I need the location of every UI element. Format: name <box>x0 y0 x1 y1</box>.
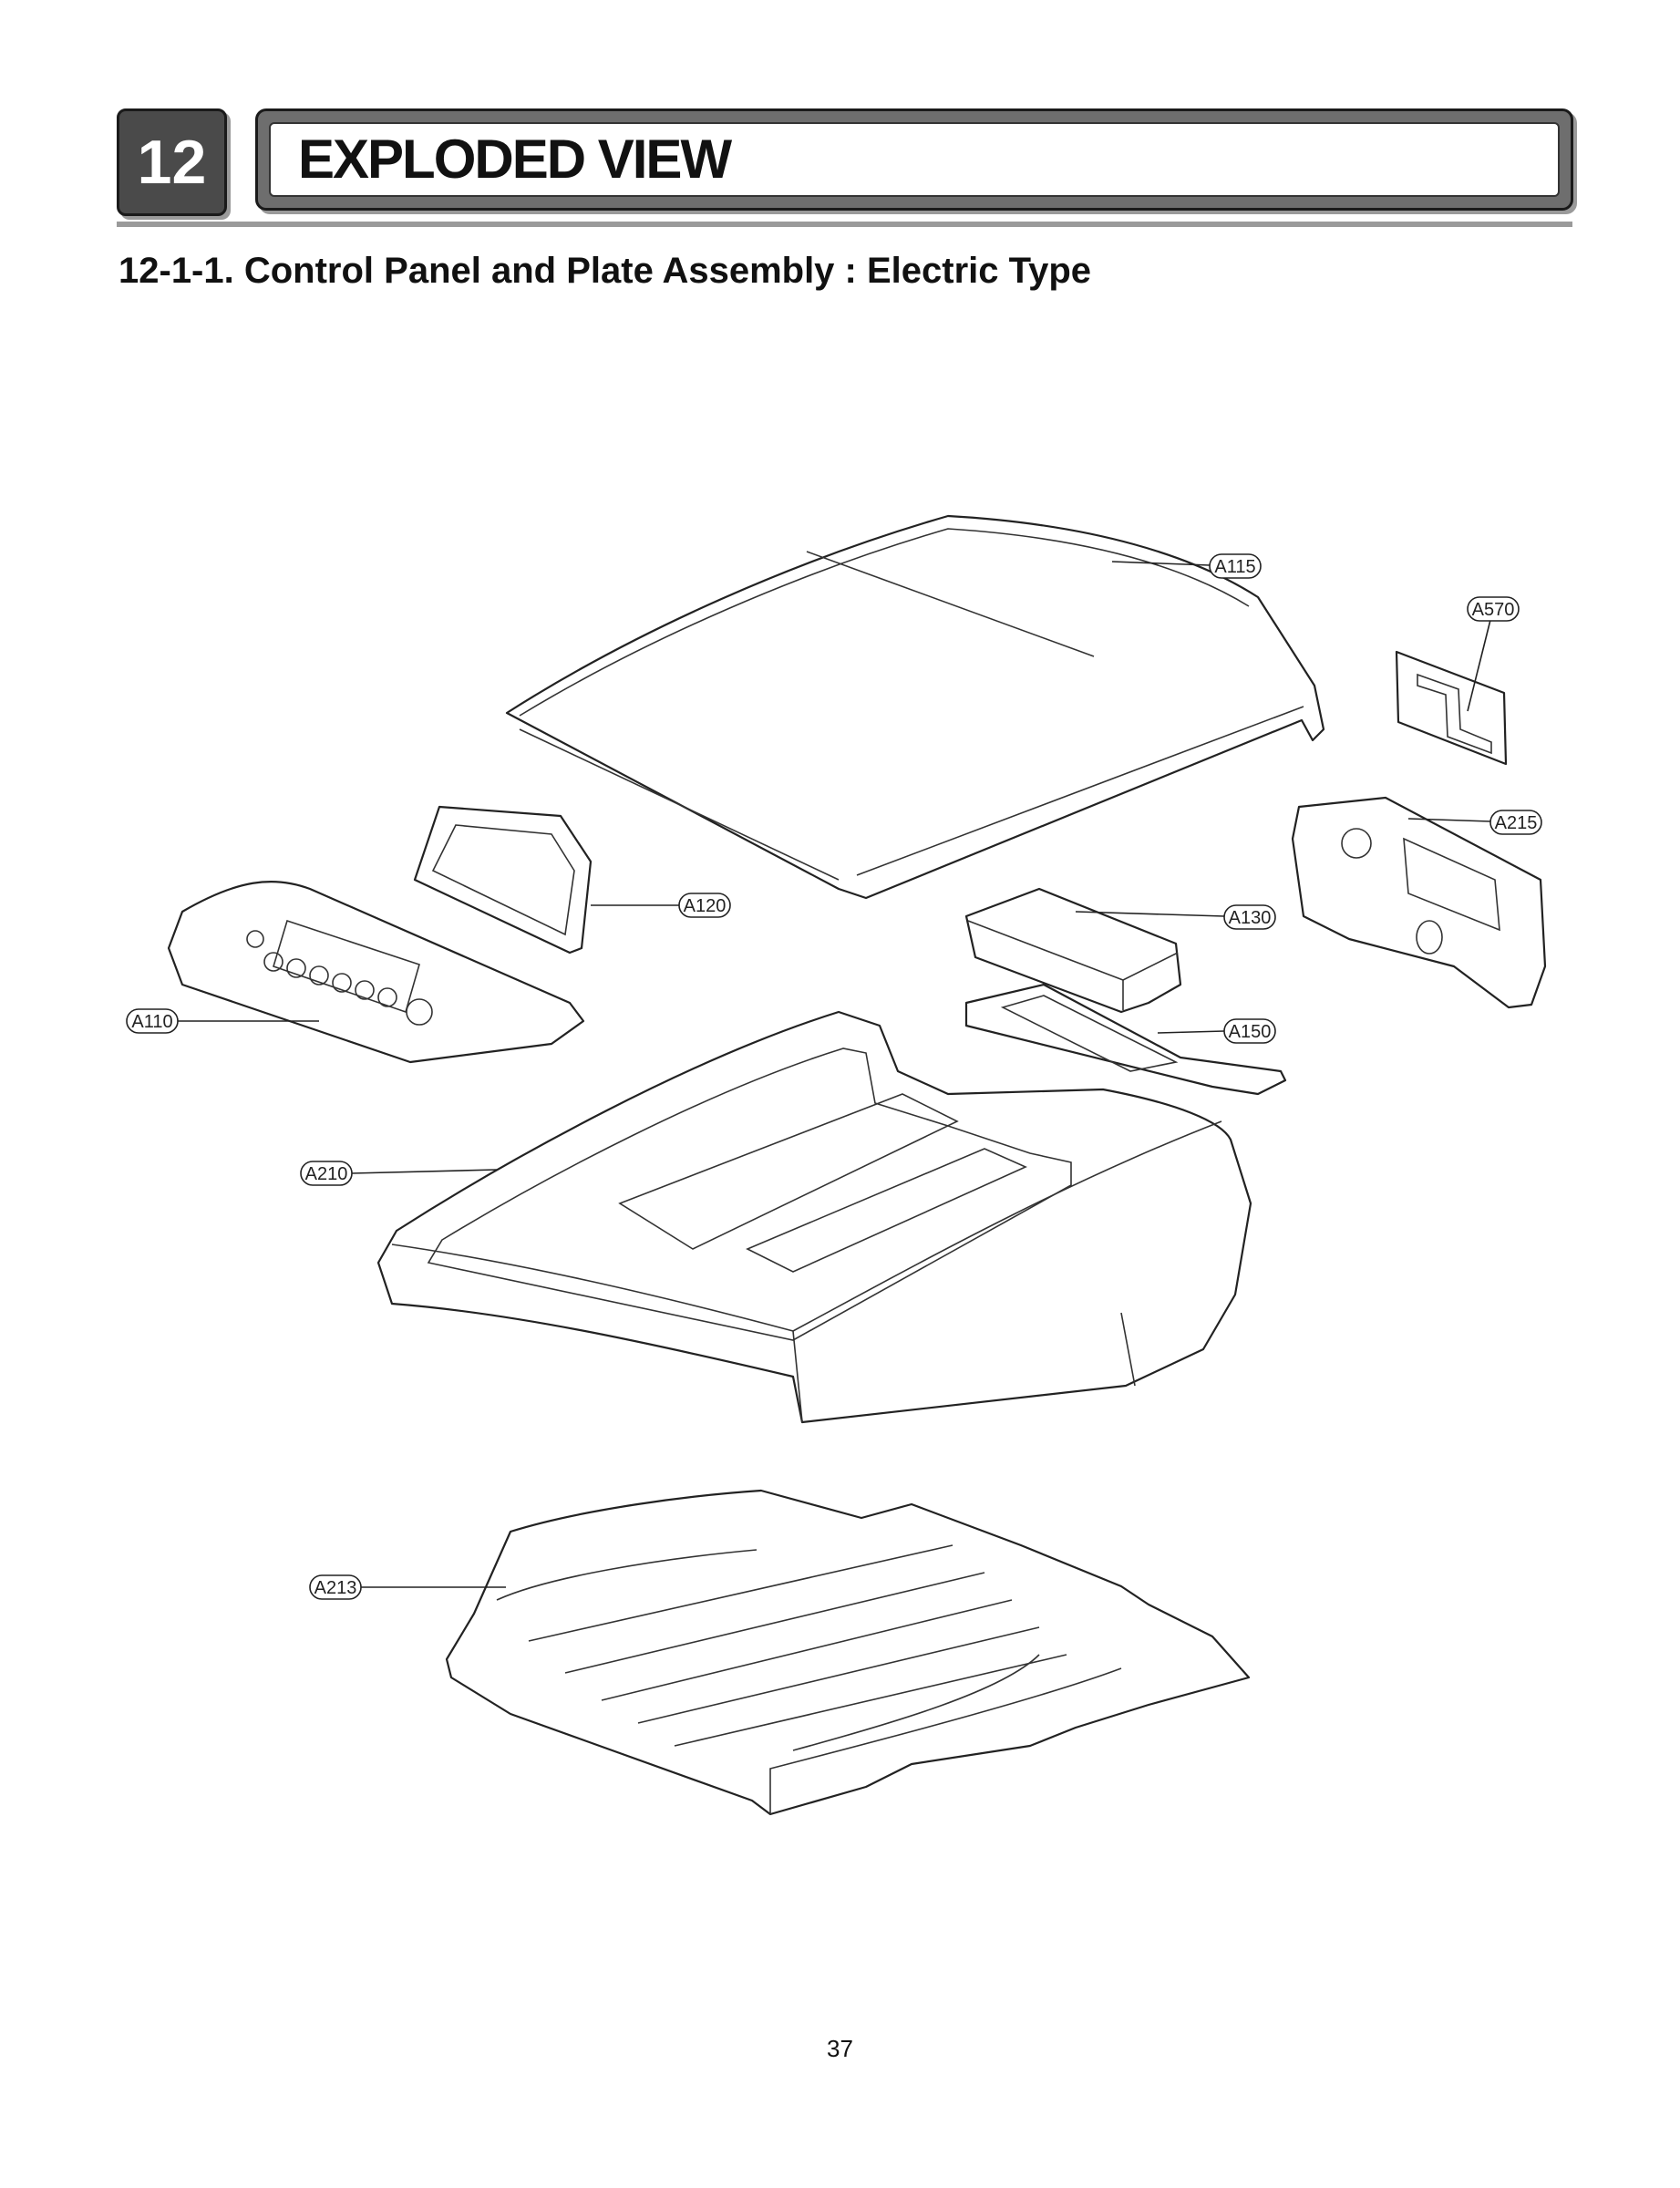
part-a120-bracket <box>413 805 593 955</box>
callout-a150: A150 <box>1157 1018 1276 1044</box>
part-a213-base-plate <box>445 1489 1251 1816</box>
header-divider <box>117 222 1572 227</box>
callout-label-a110: A110 <box>131 1012 172 1032</box>
section-number-badge: 12 <box>117 108 227 216</box>
callout-a215: A215 <box>1407 810 1542 835</box>
callout-a110: A110 <box>126 1008 319 1034</box>
callout-label-a150: A150 <box>1229 1022 1272 1042</box>
callout-a115: A115 <box>1111 553 1262 579</box>
callout-label-a210: A210 <box>305 1164 348 1184</box>
part-a110-control-panel <box>167 881 585 1064</box>
callout-label-a115: A115 <box>1214 557 1255 577</box>
part-a150-tray <box>964 983 1287 1096</box>
page-subtitle: 12-1-1. Control Panel and Plate Assembly… <box>119 251 1092 291</box>
callout-label-a120: A120 <box>684 896 727 916</box>
page-number: 37 <box>827 2035 853 2062</box>
callout-label-a213: A213 <box>314 1578 357 1598</box>
part-a215-rear-panel <box>1291 796 1547 1009</box>
callout-label-a130: A130 <box>1229 908 1272 928</box>
part-a210-base <box>376 1010 1252 1424</box>
callout-a213: A213 <box>309 1574 506 1600</box>
part-a570-cover-plate <box>1395 650 1508 766</box>
callout-a130: A130 <box>1075 904 1276 930</box>
section-title: EXPLODED VIEW <box>298 129 732 190</box>
part-a115-top-cover <box>505 514 1325 900</box>
section-title-inner: EXPLODED VIEW <box>269 122 1560 197</box>
callout-a210: A210 <box>300 1161 498 1186</box>
part-a130-control-board <box>964 887 1182 1014</box>
callout-a570: A570 <box>1467 596 1520 712</box>
callout-label-a215: A215 <box>1495 813 1538 833</box>
section-title-box: EXPLODED VIEW <box>255 108 1573 211</box>
callout-label-a570: A570 <box>1472 600 1515 620</box>
callout-a120: A120 <box>591 893 731 918</box>
